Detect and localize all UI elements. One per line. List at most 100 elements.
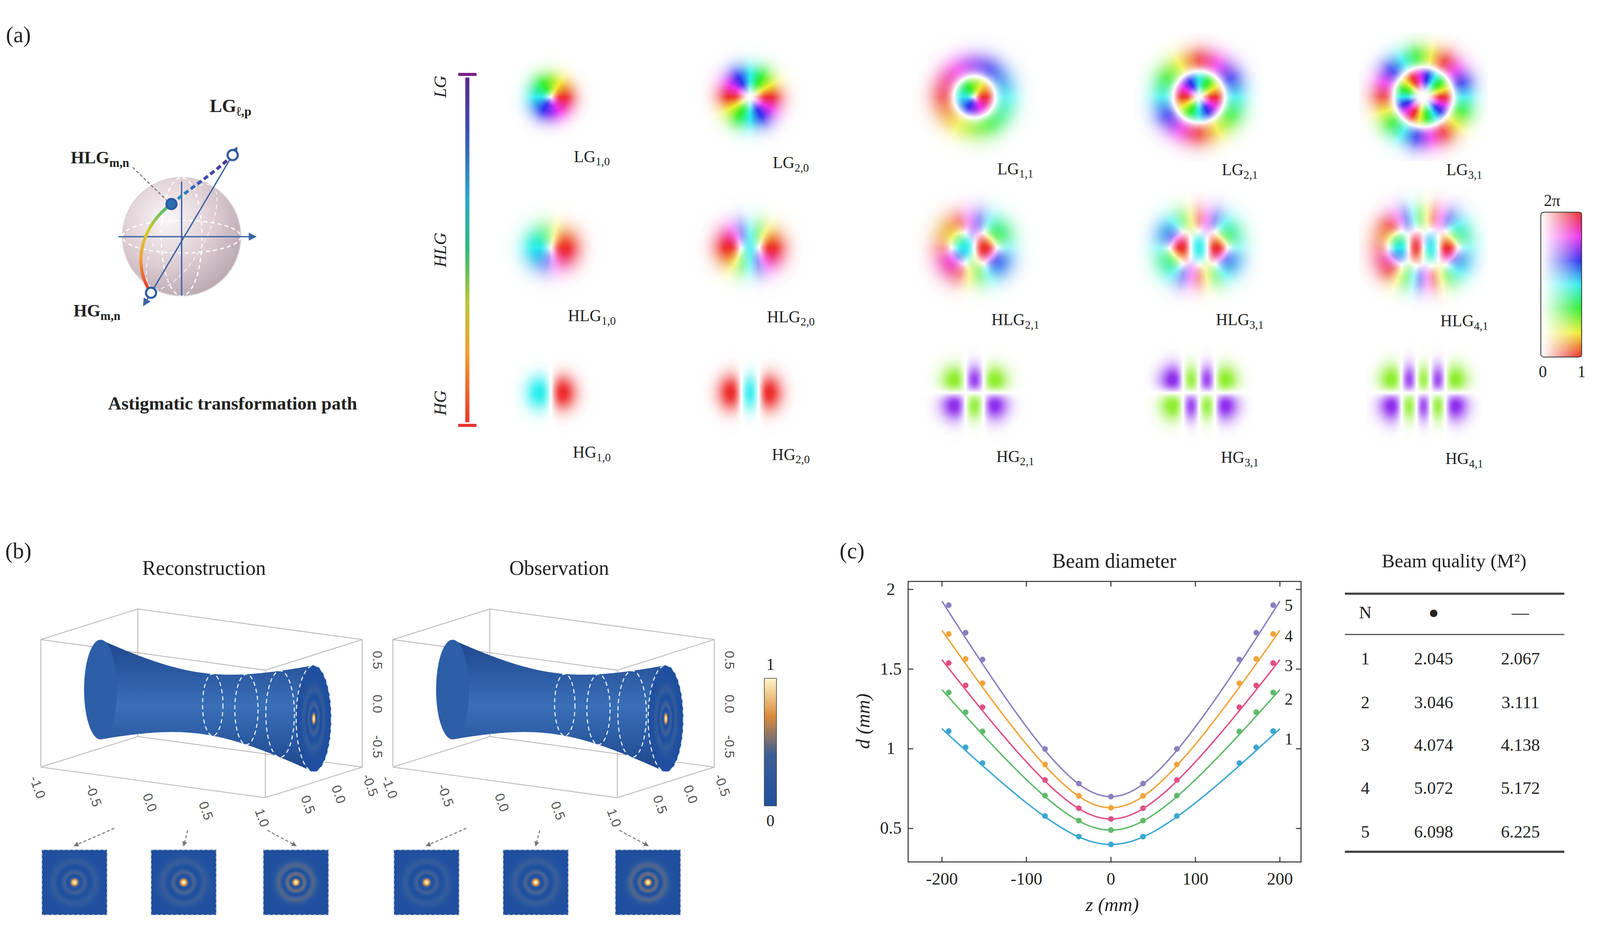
mode-letters: LG	[772, 153, 795, 172]
art-line	[1110, 581, 1112, 587]
mode-label: LGℓ,p	[209, 95, 252, 117]
measured-point	[1236, 760, 1243, 767]
measured-point	[1042, 761, 1048, 768]
measured-point	[1174, 792, 1180, 799]
axis-tick: 0.0	[138, 791, 160, 815]
art-ellipse	[296, 665, 332, 773]
axis-tick: 2	[886, 579, 896, 600]
cross-section	[263, 850, 329, 916]
mode-letters: HLG	[991, 311, 1025, 329]
mode-indices: m,n	[109, 155, 130, 171]
mode-letters: LG	[573, 147, 596, 165]
art-line	[40, 639, 42, 768]
measured-point	[1140, 781, 1146, 787]
axis-tick: 200	[1266, 869, 1293, 890]
measured-point	[1042, 777, 1048, 784]
axis-tick: -0.5	[721, 735, 737, 759]
measured-point	[1174, 761, 1180, 768]
axis-tick: -200	[925, 869, 958, 890]
measured-point	[1270, 602, 1276, 609]
mode-letters: HLG	[1215, 311, 1250, 329]
measured-point	[1075, 793, 1082, 799]
cross-section	[393, 850, 460, 916]
mode-label: HG2,0	[771, 445, 810, 465]
measured-point	[946, 602, 952, 609]
mode-indices: 4,1	[1468, 457, 1484, 470]
mode-indices: 2,1	[1024, 318, 1040, 331]
fit-curve	[942, 601, 1280, 797]
art-ellipse	[586, 674, 611, 746]
axis-tick: 100	[1182, 869, 1209, 890]
cross-section	[151, 850, 217, 916]
art-line	[941, 581, 943, 587]
mode-letters: LG	[997, 159, 1020, 178]
art-ellipse	[202, 674, 223, 737]
table-cell: 3	[1360, 736, 1370, 757]
axis-tick: 1.5	[880, 659, 902, 680]
art-path	[183, 830, 188, 847]
table-cell: 2.067	[1500, 649, 1541, 670]
art-rect	[393, 850, 460, 916]
mode-label: HLG1,0	[567, 307, 616, 326]
art-image	[296, 665, 332, 773]
fit-curve	[942, 659, 1280, 819]
beam-volume	[40, 609, 362, 916]
art-path	[535, 830, 540, 847]
measured-point	[1253, 682, 1260, 689]
mode-letters: HLG	[567, 307, 602, 325]
curve-label: 5	[1284, 596, 1293, 616]
measured-point	[962, 709, 969, 716]
axis-tick: 0.0	[490, 791, 512, 815]
art-circle	[146, 287, 157, 298]
colorbar-label: 1	[1577, 363, 1586, 383]
art-path	[140, 204, 172, 293]
mode-letters: HG	[73, 301, 101, 321]
mode-label: HG1,0	[573, 443, 611, 463]
mode-images	[491, 32, 1488, 450]
axis-tick: 0	[1106, 869, 1116, 890]
measured-point	[962, 682, 969, 689]
measured-point	[1236, 728, 1243, 735]
axis-tick: 1.0	[251, 807, 272, 830]
art-line	[392, 639, 394, 768]
art-line	[40, 609, 138, 641]
art-path	[619, 830, 648, 847]
measured-point	[1075, 805, 1082, 812]
mode-letters: HG	[1445, 449, 1469, 468]
mode-profile	[696, 339, 804, 446]
art-ellipse	[234, 674, 259, 746]
measured-point	[1140, 818, 1146, 824]
measured-point	[1253, 629, 1260, 636]
art-line	[1345, 634, 1565, 636]
colorbar-label: 0	[1538, 363, 1548, 383]
mode-label: HG3,1	[1220, 448, 1259, 468]
art-line	[458, 423, 477, 428]
art-line	[137, 609, 363, 641]
axis-tick: 0.0	[679, 784, 700, 807]
art-line	[40, 736, 138, 768]
art-line	[1296, 668, 1302, 671]
axis-tick: 0.5	[880, 818, 902, 840]
art-rect	[41, 850, 107, 916]
art-line	[1110, 857, 1112, 863]
measured-point	[1140, 833, 1146, 840]
art-rect	[908, 581, 1301, 863]
measured-point	[1108, 827, 1114, 834]
measured-point	[1270, 689, 1276, 696]
colorbar-label: 0	[766, 812, 775, 832]
mode-indices: 1,0	[595, 155, 610, 168]
art-line	[1025, 857, 1027, 863]
axis-tick: -0.5	[710, 771, 733, 799]
cross-section	[615, 850, 681, 916]
art-line	[1345, 850, 1565, 854]
art-line	[458, 73, 477, 77]
axis-title: d (mm)	[852, 693, 875, 750]
mode-profile	[1135, 184, 1263, 312]
mode-letters: HG	[996, 447, 1021, 466]
colorbar-label: 2π	[1543, 191, 1561, 211]
measured-point	[946, 660, 952, 666]
axis-tick: 0.5	[547, 799, 568, 823]
panel-title: Observation	[509, 556, 609, 580]
art-ellipse	[554, 674, 576, 737]
